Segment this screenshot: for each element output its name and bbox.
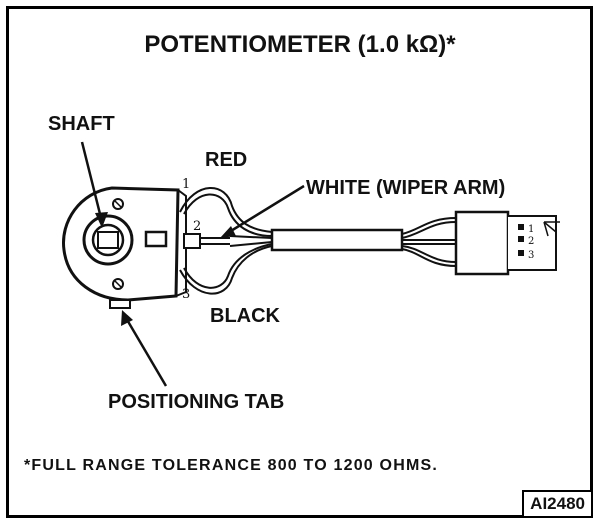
black-wire-label: BLACK — [210, 305, 281, 327]
wire-harness — [179, 187, 457, 295]
diagram-title: POTENTIOMETER (1.0 kΩ)* — [144, 31, 456, 58]
connector-pin-3: 3 — [528, 250, 534, 261]
terminal-number-2: 2 — [193, 219, 201, 234]
figure-reference-code: AI2480 — [522, 490, 593, 518]
tolerance-footnote: *FULL RANGE TOLERANCE 800 TO 1200 OHMS. — [24, 457, 438, 474]
white-wire-label: WHITE (WIPER ARM) — [306, 177, 505, 199]
connector-pin-1: 1 — [528, 224, 534, 235]
terminal-number-1: 1 — [182, 177, 190, 192]
leader-arrows — [80, 141, 305, 387]
connector — [454, 210, 560, 276]
positioning-tab-label: POSITIONING TAB — [108, 391, 284, 413]
terminal-number-3: 3 — [182, 287, 190, 302]
red-wire-label: RED — [205, 149, 247, 171]
connector-pin-2: 2 — [528, 236, 534, 247]
shaft — [82, 214, 134, 266]
shaft-label: SHAFT — [48, 113, 115, 135]
positioning-tab — [109, 299, 131, 309]
